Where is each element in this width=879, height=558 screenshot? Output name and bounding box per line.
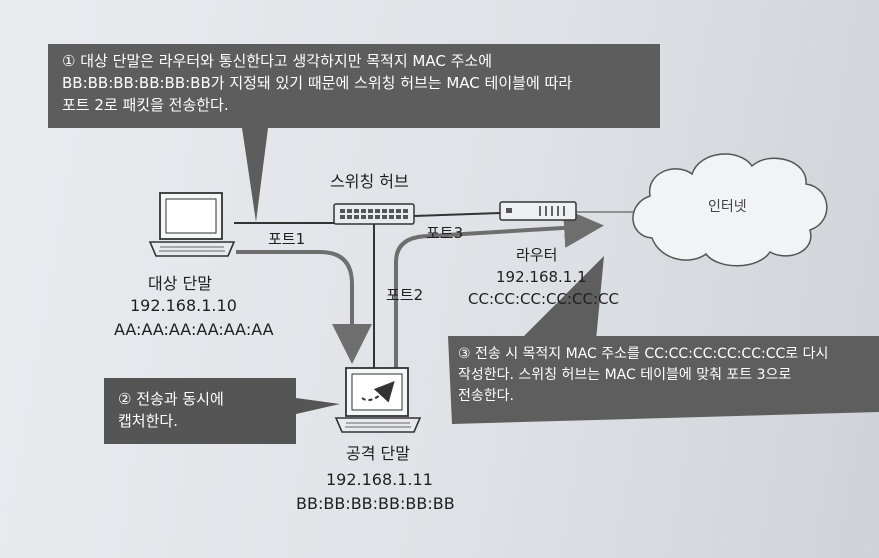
callout-3-shape (448, 256, 879, 424)
network-links (234, 212, 501, 368)
callout-1-line-1: ① 대상 단말은 라우터와 통신한다고 생각하지만 목적지 MAC 주소에 (62, 52, 493, 70)
callout-1-shape (48, 44, 660, 222)
callout-1-line-3: 포트 2로 패킷을 전송한다. (62, 96, 229, 114)
capture-dashed-arrow-icon (361, 381, 395, 403)
attacker-name: 공격 단말 (346, 444, 410, 463)
target-mac: AA:AA:AA:AA:AA:AA (114, 320, 274, 339)
internet-cloud-icon (632, 153, 828, 267)
hub-label: 스위칭 허브 (330, 172, 409, 191)
callout-1-line-2: BB:BB:BB:BB:BB:BB가 지정돼 있기 때문에 스위칭 허브는 MA… (62, 74, 573, 92)
attacker-mac: BB:BB:BB:BB:BB:BB (296, 494, 455, 513)
callout-2-shape (104, 378, 340, 444)
callout-3-line-2: 작성한다. 스위칭 허브는 MAC 테이블에 맞춰 포트 3으로 (458, 367, 792, 383)
port3-label: 포트3 (426, 224, 464, 242)
attacker-laptop-icon (334, 367, 422, 433)
internet-label: 인터넷 (708, 199, 747, 215)
port2-label: 포트2 (386, 286, 424, 304)
target-laptop-icon (148, 192, 236, 257)
packet-flow-arrows (236, 207, 604, 370)
target-name: 대상 단말 (148, 274, 212, 293)
callout-2: ② 전송과 동시에 캡처한다. (118, 388, 224, 432)
callout-2-line-2: 캡처한다. (118, 412, 178, 430)
callout-2-line-1: ② 전송과 동시에 (118, 390, 224, 408)
flow-arrow-attacker-to-router (394, 207, 604, 370)
router-mac: CC:CC:CC:CC:CC:CC (468, 290, 619, 308)
callout-3-line-1: ③ 전송 시 목적지 MAC 주소를 CC:CC:CC:CC:CC:CC로 다시 (458, 346, 829, 362)
link-port3 (413, 212, 501, 217)
callout-3: ③ 전송 시 목적지 MAC 주소를 CC:CC:CC:CC:CC:CC로 다시… (458, 344, 828, 407)
flow-arrow-target-to-attacker (236, 250, 372, 364)
port1-label: 포트1 (268, 230, 306, 248)
attacker-ip: 192.168.1.11 (326, 470, 433, 489)
callout-1: ① 대상 단말은 라우터와 통신한다고 생각하지만 목적지 MAC 주소에 BB… (62, 50, 572, 116)
router-name: 라우터 (516, 246, 558, 264)
switching-hub-icon (333, 203, 415, 225)
router-icon (499, 201, 577, 221)
router-ip: 192.168.1.1 (496, 268, 587, 286)
target-ip: 192.168.1.10 (130, 296, 237, 315)
callout-3-line-3: 전송한다. (458, 388, 514, 404)
